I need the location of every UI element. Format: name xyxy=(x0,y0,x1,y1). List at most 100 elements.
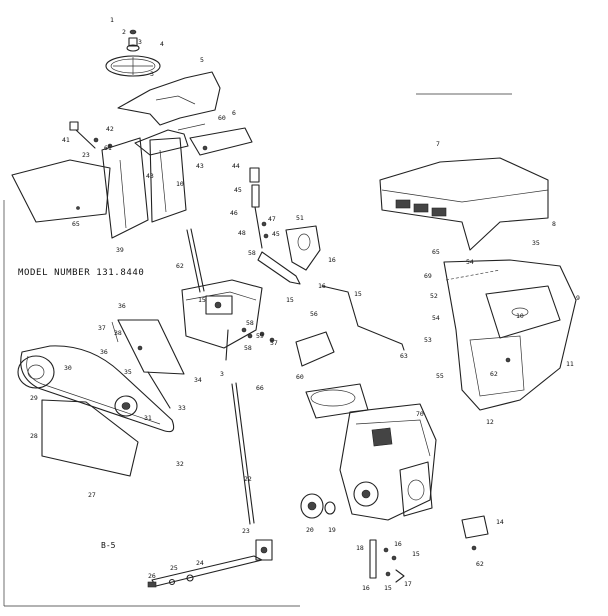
callout-c63: 63 xyxy=(400,352,408,360)
callout-c3c: 3 xyxy=(220,370,224,378)
steering-wheel xyxy=(105,29,161,77)
callout-c44: 44 xyxy=(232,162,240,170)
belt-guard xyxy=(41,399,139,477)
steering-shaft xyxy=(186,229,201,293)
rod-63 xyxy=(321,285,405,351)
callout-c65b: 65 xyxy=(432,248,440,256)
callout-c4: 4 xyxy=(160,40,164,48)
callout-c27: 27 xyxy=(88,491,96,499)
callout-c16d: 16 xyxy=(362,584,370,592)
callout-c34: 34 xyxy=(194,376,202,384)
callout-c29: 29 xyxy=(30,394,38,402)
callout-c42: 42 xyxy=(106,125,114,133)
callout-c20: 20 xyxy=(306,526,314,534)
bracket-60 xyxy=(295,331,335,367)
callout-c39: 39 xyxy=(116,246,124,254)
callout-c9: 9 xyxy=(576,294,580,302)
callout-c58c: 58 xyxy=(244,344,252,352)
callout-c48: 48 xyxy=(238,229,246,237)
callout-c41: 41 xyxy=(62,136,70,144)
callout-c60b: 60 xyxy=(296,373,304,381)
column-support xyxy=(101,137,149,239)
callout-c17: 17 xyxy=(404,580,412,588)
callout-c59: 59 xyxy=(256,332,264,340)
engine xyxy=(305,383,437,521)
callout-c56: 56 xyxy=(310,310,318,318)
callout-c15b: 15 xyxy=(354,290,362,298)
callout-c54: 54 xyxy=(466,258,474,266)
drag-link xyxy=(231,383,251,525)
callout-c10: 10 xyxy=(176,180,184,188)
callout-c18: 18 xyxy=(356,544,364,552)
callout-c55: 55 xyxy=(436,372,444,380)
callout-c1: 1 xyxy=(110,16,114,24)
callout-c14: 14 xyxy=(496,518,504,526)
callout-c22: 22 xyxy=(244,475,252,483)
link-arm-58 xyxy=(257,251,301,285)
callout-c16: 16 xyxy=(328,256,336,264)
callout-c8: 8 xyxy=(552,220,556,228)
callout-c11: 11 xyxy=(566,360,574,368)
page-code: B-5 xyxy=(101,541,116,550)
drive-belt xyxy=(17,345,175,433)
callout-c47: 47 xyxy=(268,215,276,223)
lever-41 xyxy=(69,121,113,149)
callout-c32: 32 xyxy=(176,460,184,468)
callout-c62: 62 xyxy=(176,262,184,270)
callout-c35: 35 xyxy=(124,368,132,376)
callout-c70: 70 xyxy=(416,410,424,418)
callout-c36: 36 xyxy=(118,302,126,310)
hood xyxy=(379,157,549,251)
callout-c10b: 10 xyxy=(516,312,524,320)
shaft-coupler-44 xyxy=(249,167,269,249)
model-number: MODEL NUMBER 131.8440 xyxy=(18,268,145,278)
callout-c16c: 16 xyxy=(394,540,402,548)
callout-c51: 51 xyxy=(296,214,304,222)
idler-arm xyxy=(147,371,171,409)
callout-c69: 69 xyxy=(424,272,432,280)
callout-c15c: 15 xyxy=(198,296,206,304)
callout-c5: 5 xyxy=(200,56,204,64)
clip-14 xyxy=(461,515,489,539)
pulley-bracket xyxy=(117,319,185,375)
callout-c45b: 45 xyxy=(272,230,280,238)
pedestal xyxy=(181,279,263,349)
callout-c24: 24 xyxy=(196,559,204,567)
callout-c3: 3 xyxy=(138,38,142,46)
callout-c15: 15 xyxy=(286,296,294,304)
callout-c43b: 43 xyxy=(196,162,204,170)
callout-c36b: 36 xyxy=(100,348,108,356)
callout-c25: 25 xyxy=(170,564,178,572)
callout-c26: 26 xyxy=(148,572,156,580)
callout-c31: 31 xyxy=(144,414,152,422)
callout-c66: 66 xyxy=(256,384,264,392)
bracket-42 xyxy=(134,129,189,156)
callout-c23b: 23 xyxy=(242,527,250,535)
callout-c12: 12 xyxy=(486,418,494,426)
callout-c54b: 54 xyxy=(432,314,440,322)
bracket-51 xyxy=(285,225,321,271)
callout-c46: 46 xyxy=(230,209,238,217)
callout-c37: 37 xyxy=(98,324,106,332)
engine-pulley xyxy=(300,493,336,519)
callout-c35b: 35 xyxy=(532,239,540,247)
callout-c7: 7 xyxy=(436,140,440,148)
callout-c16b: 16 xyxy=(318,282,326,290)
callout-c60: 60 xyxy=(218,114,226,122)
nose-grille xyxy=(443,259,577,411)
callout-c2: 2 xyxy=(122,28,126,36)
callout-c53: 53 xyxy=(424,336,432,344)
callout-c57: 57 xyxy=(270,339,278,347)
callout-c45: 45 xyxy=(234,186,242,194)
pin-hardware xyxy=(369,539,405,583)
callout-c58b: 58 xyxy=(246,319,254,327)
callout-c38: 38 xyxy=(114,329,122,337)
callout-c28: 28 xyxy=(30,432,38,440)
callout-c15e: 15 xyxy=(384,584,392,592)
floor-pan xyxy=(11,159,111,223)
dash-panel xyxy=(117,71,221,126)
callout-c62c: 62 xyxy=(476,560,484,568)
callout-c19: 19 xyxy=(328,526,336,534)
